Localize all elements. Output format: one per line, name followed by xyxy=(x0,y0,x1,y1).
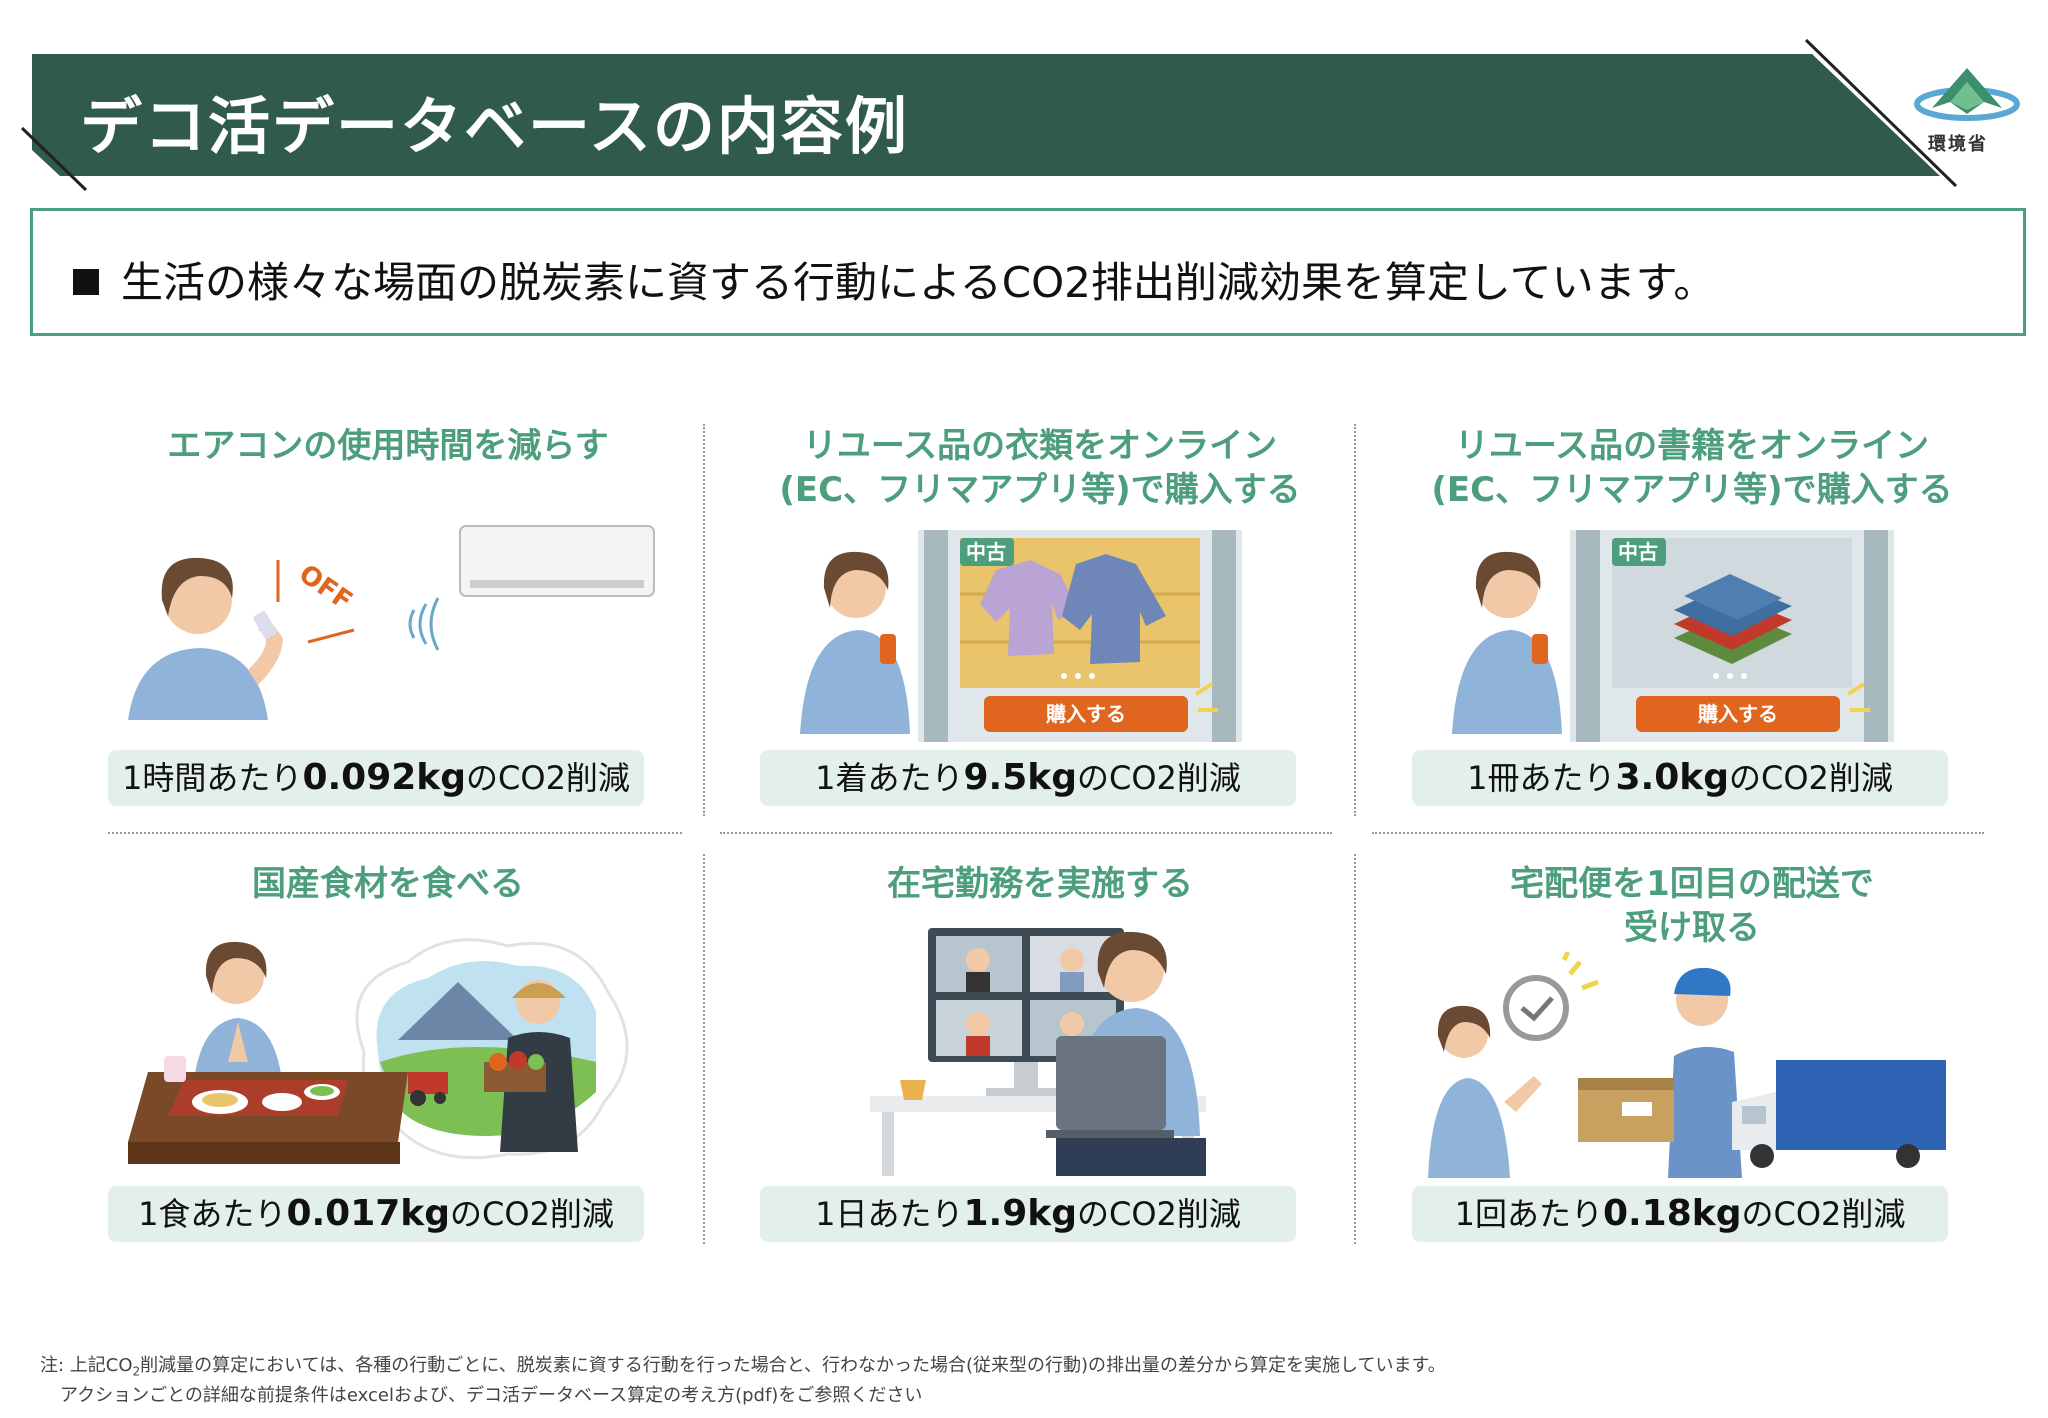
result-suffix: のCO2削減 xyxy=(1076,1195,1241,1233)
divider-vertical xyxy=(703,424,705,816)
ministry-logo-text: 環境省 xyxy=(1928,134,1988,155)
card-domestic-food: 国産食材を食べる 1食あたり0.017kgのCO2削減 xyxy=(108,856,668,1256)
result-suffix: のCO2削減 xyxy=(1741,1195,1906,1233)
result-suffix: のCO2削減 xyxy=(1076,759,1241,797)
divider-vertical xyxy=(1354,424,1356,816)
ministry-logo-icon xyxy=(1914,68,2020,121)
card-reuse-clothing: リユース品の衣類をオンライン (EC、フリマアプリ等)で購入する 中古 購入する… xyxy=(760,420,1320,820)
off-label: OFF xyxy=(293,559,357,617)
footnote-subscript: 2 xyxy=(132,1364,141,1379)
result-pill: 1冊あたり3.0kgのCO2削減 xyxy=(1412,750,1948,806)
buy-button-label: 購入する xyxy=(1046,702,1126,726)
summary-line: 生活の様々な場面の脱炭素に資する行動によるCO2排出削減効果を算定しています。 xyxy=(73,249,1715,310)
used-tag: 中古 xyxy=(966,540,1006,564)
result-pill: 1時間あたり0.092kgのCO2削減 xyxy=(108,750,644,806)
card-aircon: エアコンの使用時間を減らす OFF 1時間あたり0.092kgのCO2削減 xyxy=(108,420,668,820)
divider-vertical xyxy=(1354,854,1356,1244)
card-title: 在宅勤務を実施する xyxy=(887,864,1193,904)
result-prefix: 1食あたり xyxy=(138,1195,287,1233)
clothing-shop-illustration-icon: 中古 購入する xyxy=(800,530,1242,742)
card-title: エアコンの使用時間を減らす xyxy=(167,426,609,466)
used-tag: 中古 xyxy=(1618,540,1658,564)
domestic-food-illustration-icon xyxy=(128,938,629,1164)
result-suffix: のCO2削減 xyxy=(1728,759,1893,797)
footnote-line-1: 注: 上記CO2削減量の算定においては、各種の行動ごとに、脱炭素に資する行動を行… xyxy=(40,1354,1446,1384)
result-value: 1.9kg xyxy=(963,1193,1077,1234)
footnote-line-2: アクションごとの詳細な前提条件はexcelおよび、デコ活データベース算定の考え方… xyxy=(60,1384,923,1406)
card-title: 宅配便を1回目の配送で xyxy=(1510,864,1874,904)
footnote-line-1-rest: 削減量の算定においては、各種の行動ごとに、脱炭素に資する行動を行った場合と、行わ… xyxy=(140,1355,1446,1376)
buy-button-label: 購入する xyxy=(1698,702,1778,726)
result-prefix: 1時間あたり xyxy=(122,759,303,797)
card-title-line2: (EC、フリマアプリ等)で購入する xyxy=(1431,470,1953,510)
page-title: デコ活データベースの内容例 xyxy=(80,90,909,163)
result-suffix: のCO2削減 xyxy=(466,759,630,797)
result-value: 0.18kg xyxy=(1602,1193,1742,1234)
result-prefix: 1着あたり xyxy=(815,759,964,797)
card-reuse-books: リユース品の書籍をオンライン (EC、フリマアプリ等)で購入する 中古 購入する… xyxy=(1412,420,1972,820)
card-title: 国産食材を食べる xyxy=(252,864,524,904)
divider-horizontal xyxy=(108,832,682,834)
result-pill: 1日あたり1.9kgのCO2削減 xyxy=(760,1186,1296,1242)
square-bullet-icon xyxy=(73,268,99,295)
result-prefix: 1日あたり xyxy=(815,1195,964,1233)
card-title-line2: (EC、フリマアプリ等)で購入する xyxy=(779,470,1301,510)
aircon-illustration-icon: OFF xyxy=(128,525,655,720)
result-pill: 1着あたり9.5kgのCO2削減 xyxy=(760,750,1296,806)
card-remote-work: 在宅勤務を実施する 1日あたり1.9kgのCO2削減 xyxy=(760,856,1320,1256)
footnote-line-1-start: 注: 上記CO xyxy=(40,1355,133,1376)
divider-horizontal xyxy=(720,832,1332,834)
card-delivery: 宅配便を1回目の配送で 受け取る 1回あたり0.18kgのCO2削減 xyxy=(1412,856,1972,1256)
result-pill: 1食あたり0.017kgのCO2削減 xyxy=(108,1186,644,1242)
card-title-line2: 受け取る xyxy=(1624,908,1760,948)
result-value: 3.0kg xyxy=(1615,757,1729,798)
result-suffix: のCO2削減 xyxy=(450,1195,614,1233)
summary-text: 生活の様々な場面の脱炭素に資する行動によるCO2排出削減効果を算定しています。 xyxy=(121,258,1716,307)
footnote: 注: 上記CO2削減量の算定においては、各種の行動ごとに、脱炭素に資する行動を行… xyxy=(40,1354,1446,1408)
result-value: 9.5kg xyxy=(963,757,1077,798)
banner-shape xyxy=(20,38,1958,192)
result-value: 0.092kg xyxy=(302,757,467,798)
header-banner: デコ活データベースの内容例 xyxy=(0,0,2048,200)
result-prefix: 1冊あたり xyxy=(1467,759,1616,797)
result-pill: 1回あたり0.18kgのCO2削減 xyxy=(1412,1186,1948,1242)
divider-horizontal xyxy=(1372,832,1984,834)
card-title: リユース品の衣類をオンライン xyxy=(802,426,1278,466)
result-value: 0.017kg xyxy=(286,1193,451,1234)
remote-work-illustration-icon xyxy=(870,928,1206,1176)
card-title: リユース品の書籍をオンライン xyxy=(1454,426,1930,466)
result-prefix: 1回あたり xyxy=(1454,1195,1603,1233)
books-shop-illustration-icon: 中古 購入する xyxy=(1452,530,1894,742)
divider-vertical xyxy=(703,854,705,1244)
summary-box: 生活の様々な場面の脱炭素に資する行動によるCO2排出削減効果を算定しています。 xyxy=(30,208,2026,336)
delivery-illustration-icon xyxy=(1428,952,1946,1178)
